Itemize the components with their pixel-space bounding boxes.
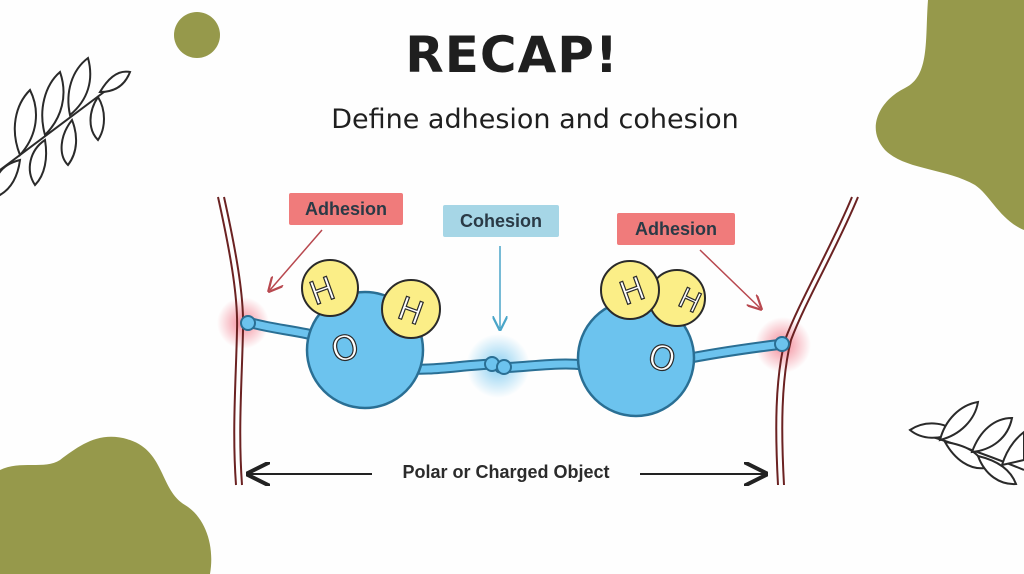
hand-center-right xyxy=(496,359,512,375)
polar-object-wall-left xyxy=(217,196,245,486)
hydrogen-atom-right-1 xyxy=(600,260,660,320)
cohesion-label: Cohesion xyxy=(443,205,559,237)
leaf-branch-bottom-right xyxy=(908,400,1024,486)
adhesion-label-right: Adhesion xyxy=(617,213,735,245)
adhesion-arrow-right xyxy=(699,249,760,308)
olive-dot-decoration xyxy=(174,12,220,58)
water-molecule-right: O H H xyxy=(576,260,707,418)
polar-object-axis-label: Polar or Charged Object xyxy=(402,462,610,482)
hydrogen-atom-left-1 xyxy=(301,259,359,317)
hand-right-wall xyxy=(774,336,790,352)
water-molecule-left: O H H xyxy=(301,259,441,410)
page-subtitle: Define adhesion and cohesion xyxy=(331,104,739,135)
adhesion-arrow-left xyxy=(270,229,323,290)
olive-blob-bottom-left xyxy=(0,436,212,574)
leaf-branch-top-left xyxy=(0,56,132,197)
page-title: RECAP! xyxy=(405,26,619,84)
olive-blob-top-right xyxy=(875,0,1024,230)
hand-left-wall xyxy=(240,315,256,331)
hydrogen-atom-left-2 xyxy=(381,279,441,339)
adhesion-label-left: Adhesion xyxy=(289,193,403,225)
